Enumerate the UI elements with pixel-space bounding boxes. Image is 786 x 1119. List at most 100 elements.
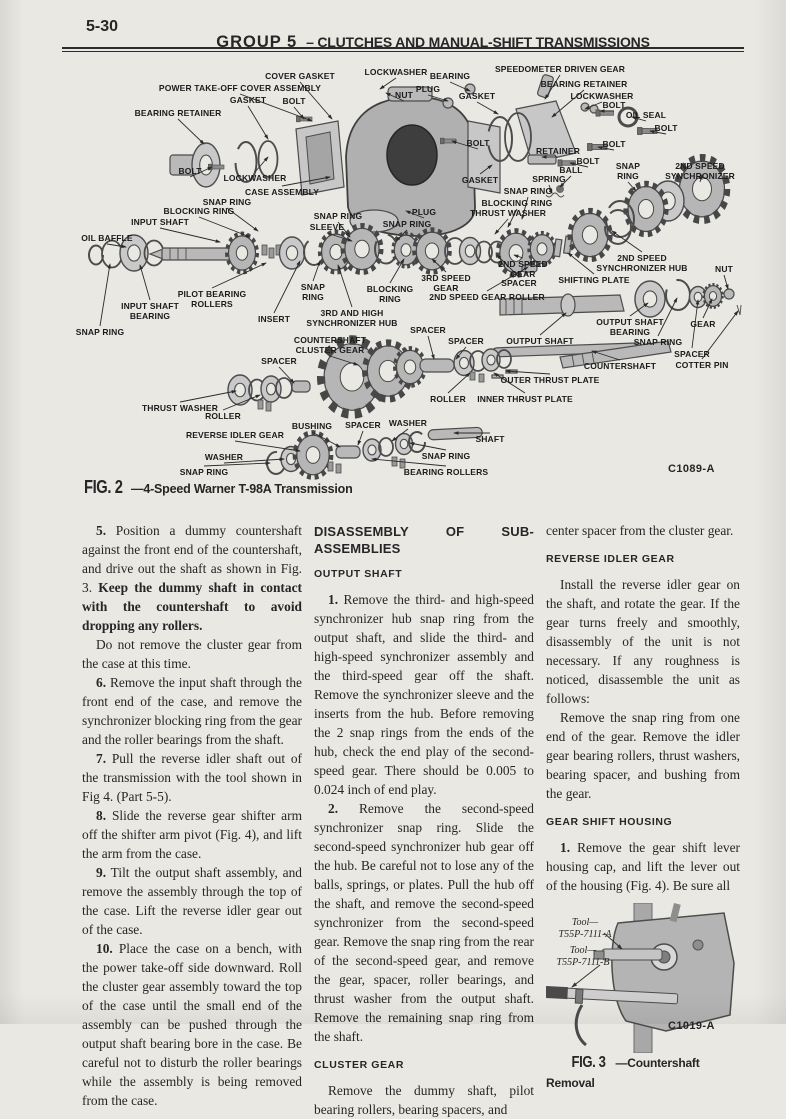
fig3-illustration	[546, 903, 735, 1053]
fig2-part-label: BALL	[559, 165, 583, 175]
paragraph: 1. Remove the gear shift lever housing c…	[546, 838, 740, 895]
fig2-part-label: BLOCKING RING	[163, 206, 235, 216]
fig2-leader-lines	[99, 74, 739, 467]
fig3-tool-a-label: Tool— T55P-7111-A	[558, 917, 612, 940]
fig2-part-label: WASHER	[204, 452, 244, 462]
fig2-part-label: SPEEDOMETER DRIVEN GEAR	[494, 64, 626, 74]
fig2-part-label: SNAP RING	[421, 451, 471, 461]
step-number: 7.	[96, 751, 107, 766]
fig2-part-label: BUSHING	[291, 421, 333, 431]
step-text: Position a dummy countershaft against th…	[82, 523, 302, 595]
step-number: 2.	[328, 801, 339, 816]
step-text: Slide the reverse gear shifter arm off t…	[82, 808, 302, 861]
fig2-part-label: BEARING RETAINER	[134, 108, 222, 118]
fig2-part-label: PILOT BEARING ROLLERS	[177, 289, 247, 309]
group-label: GROUP 5	[216, 33, 298, 51]
step-number: 1.	[560, 840, 571, 855]
fig2-part-label: SNAP RING	[503, 186, 553, 196]
fig2-part-label: INPUT SHAFT	[131, 217, 189, 227]
column-3: center spacer from the cluster gear. REV…	[546, 521, 740, 1119]
step-text: Remove the second-speed synchronizer sna…	[314, 801, 534, 1044]
fig2-part-label: 2ND SPEED GEAR ROLLER	[429, 292, 545, 302]
fig2-part-label: SPACER	[674, 349, 710, 359]
fig2-part-label: 3RD AND HIGH SYNCHRONIZER HUB	[306, 308, 398, 328]
fig2-part-label: ROLLER	[205, 411, 241, 421]
step-number: 9.	[96, 865, 107, 880]
page-number: 5-30	[86, 18, 119, 35]
page-title: GROUP 5 – CLUTCHES AND MANUAL-SHIFT TRAN…	[140, 18, 726, 55]
column-1: 5. Position a dummy countershaft against…	[82, 521, 302, 1119]
fig2-part-label: BOLT	[654, 123, 678, 133]
fig2-part-label: SNAP RING	[75, 327, 125, 337]
paragraph: Install the reverse idler gear on the sh…	[546, 575, 740, 708]
step-text: Pull the reverse idler shaft out of the …	[82, 751, 302, 804]
fig2-part-label: BOLT	[602, 139, 626, 149]
fig2-part-label: GASKET	[229, 95, 267, 105]
fig2-part-label: 2ND SPEED GEAR	[498, 259, 548, 279]
fig2-part-label: BOLT	[178, 166, 202, 176]
fig2-part-label: NUT	[715, 264, 733, 274]
fig2-part-label: LOCKWASHER	[364, 67, 428, 77]
subsection-heading: REVERSE IDLER GEAR	[546, 553, 675, 565]
fig2-part-label: OIL SEAL	[625, 110, 667, 120]
paragraph: 7. Pull the reverse idler shaft out of t…	[82, 749, 302, 806]
fig2-part-label: PLUG	[411, 207, 437, 217]
fig2-part-label: GASKET	[461, 175, 499, 185]
fig2-part-label: SNAP RING	[300, 282, 326, 302]
fig2-part-label: SNAP RING	[313, 211, 363, 221]
step-text: Remove the dummy shaft, pilot bearing ro…	[314, 1083, 534, 1117]
fig2-part-label: SNAP RING	[179, 467, 229, 477]
fig2-part-label: LOCKWASHER	[223, 173, 287, 183]
fig2-part-label: BLOCKING RING	[366, 284, 414, 304]
fig2-part-label: BOLT	[602, 100, 626, 110]
fig2-part-label: NUT	[395, 90, 413, 100]
fig2-illustration	[88, 74, 742, 511]
fig3-tool-b-label: Tool— T55P-7111-B	[556, 945, 610, 968]
fig2-part-label: SNAP RING	[615, 161, 641, 181]
fig3-caption-number: FIG. 3	[571, 1054, 606, 1071]
fig2-part-label: RETAINER	[535, 146, 581, 156]
section-heading: DISASSEMBLY OF SUB-ASSEMBLIES	[314, 524, 534, 556]
paragraph: 5. Position a dummy countershaft against…	[82, 521, 302, 635]
paragraph: Do not remove the cluster gear from the …	[82, 635, 302, 673]
fig2-part-label: WASHER	[388, 418, 428, 428]
step-text: Remove the input shaft through the front…	[82, 675, 302, 747]
page-header: 5-30 GROUP 5 – CLUTCHES AND MANUAL-SHIFT…	[0, 0, 786, 51]
fig2-part-label: SPACER	[501, 278, 537, 288]
step-number: 10.	[96, 941, 113, 956]
fig2-part-label: 2ND SPEED SYNCHRONIZER	[665, 161, 735, 181]
fig2-part-label: SLEEVE	[309, 222, 345, 232]
fig2-part-label: SPACER	[261, 356, 297, 366]
step-text: Do not remove the cluster gear from the …	[82, 637, 302, 671]
fig2-part-label: OUTPUT SHAFT BEARING	[596, 317, 664, 337]
fig2-part-label: SHAFT	[475, 434, 505, 444]
fig2-part-label: THRUST WASHER	[141, 403, 219, 413]
step-number: 8.	[96, 808, 107, 823]
paragraph: center spacer from the cluster gear.	[546, 521, 740, 540]
text-columns: 5. Position a dummy countershaft against…	[0, 511, 786, 1119]
fig2-caption: FIG. 2 —4-Speed Warner T-98A Transmission	[84, 477, 353, 498]
fig2-part-label: SPACER	[448, 336, 484, 346]
group-title-rest: – CLUTCHES AND MANUAL-SHIFT TRANSMISSION…	[306, 34, 650, 50]
fig2-part-label: BOLT	[282, 96, 306, 106]
fig2-part-label: SPACER	[345, 420, 381, 430]
fig2-caption-number: FIG. 2	[84, 477, 123, 497]
fig2-part-label: BOLT	[466, 138, 490, 148]
fig2-caption-text: —4-Speed Warner T-98A Transmission	[131, 482, 353, 496]
paragraph: Remove the dummy shaft, pilot bearing ro…	[314, 1081, 534, 1119]
fig2-part-label: THRUST WASHER	[469, 208, 547, 218]
fig2-part-label: COUNTERSHAFT CLUSTER GEAR	[293, 335, 367, 355]
paragraph: Remove the snap ring from one end of the…	[546, 708, 740, 803]
step-text-bold: Keep the dummy shaft in contact with the…	[82, 580, 302, 633]
fig2-part-label: SNAP RING	[382, 219, 432, 229]
fig2-part-label: INNER THRUST PLATE	[477, 394, 573, 404]
fig2-part-label: CASE ASSEMBLY	[244, 187, 320, 197]
fig2-part-label: 3RD SPEED GEAR	[421, 273, 471, 293]
step-text: Remove the third- and high-speed synchro…	[314, 592, 534, 797]
fig2-part-label: SNAP RING	[202, 197, 252, 207]
column-2: DISASSEMBLY OF SUB-ASSEMBLIES OUTPUT SHA…	[314, 521, 534, 1119]
fig2-part-label: 2ND SPEED SYNCHRONIZER HUB	[596, 253, 688, 273]
step-number: 1.	[328, 592, 339, 607]
fig2-part-label: LOCKWASHER	[570, 91, 634, 101]
